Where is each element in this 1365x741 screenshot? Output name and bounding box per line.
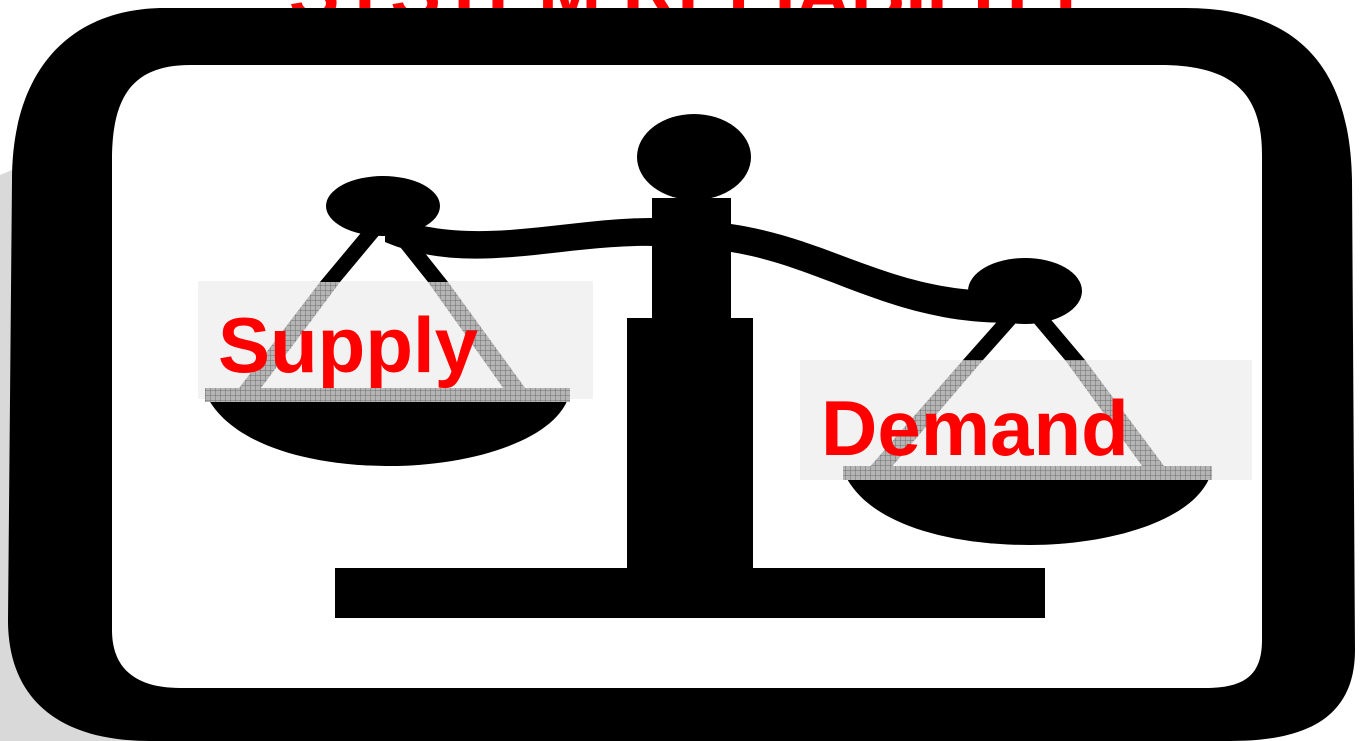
right-pan-strings <box>963 315 1085 360</box>
scale-base <box>335 568 1045 618</box>
left-pan-rim <box>205 388 570 402</box>
pillar-upper <box>652 198 731 320</box>
right-pan-strings-hatched <box>867 360 1167 470</box>
pillar-knob <box>637 114 751 200</box>
pillar-lower <box>627 318 753 572</box>
left-pan-strings <box>320 228 448 282</box>
balance-beam <box>385 214 1028 323</box>
right-pan-rim <box>843 466 1212 480</box>
left-pan-bowl <box>205 392 570 466</box>
demand-label-backdrop <box>800 360 1252 480</box>
left-pan-strings-hatched <box>236 282 528 392</box>
right-hanger-knob <box>968 258 1082 324</box>
demand-label: Demand <box>821 384 1129 472</box>
supply-label: Supply <box>218 301 478 389</box>
left-hanger-knob <box>326 176 440 236</box>
right-pan-bowl <box>843 470 1212 545</box>
